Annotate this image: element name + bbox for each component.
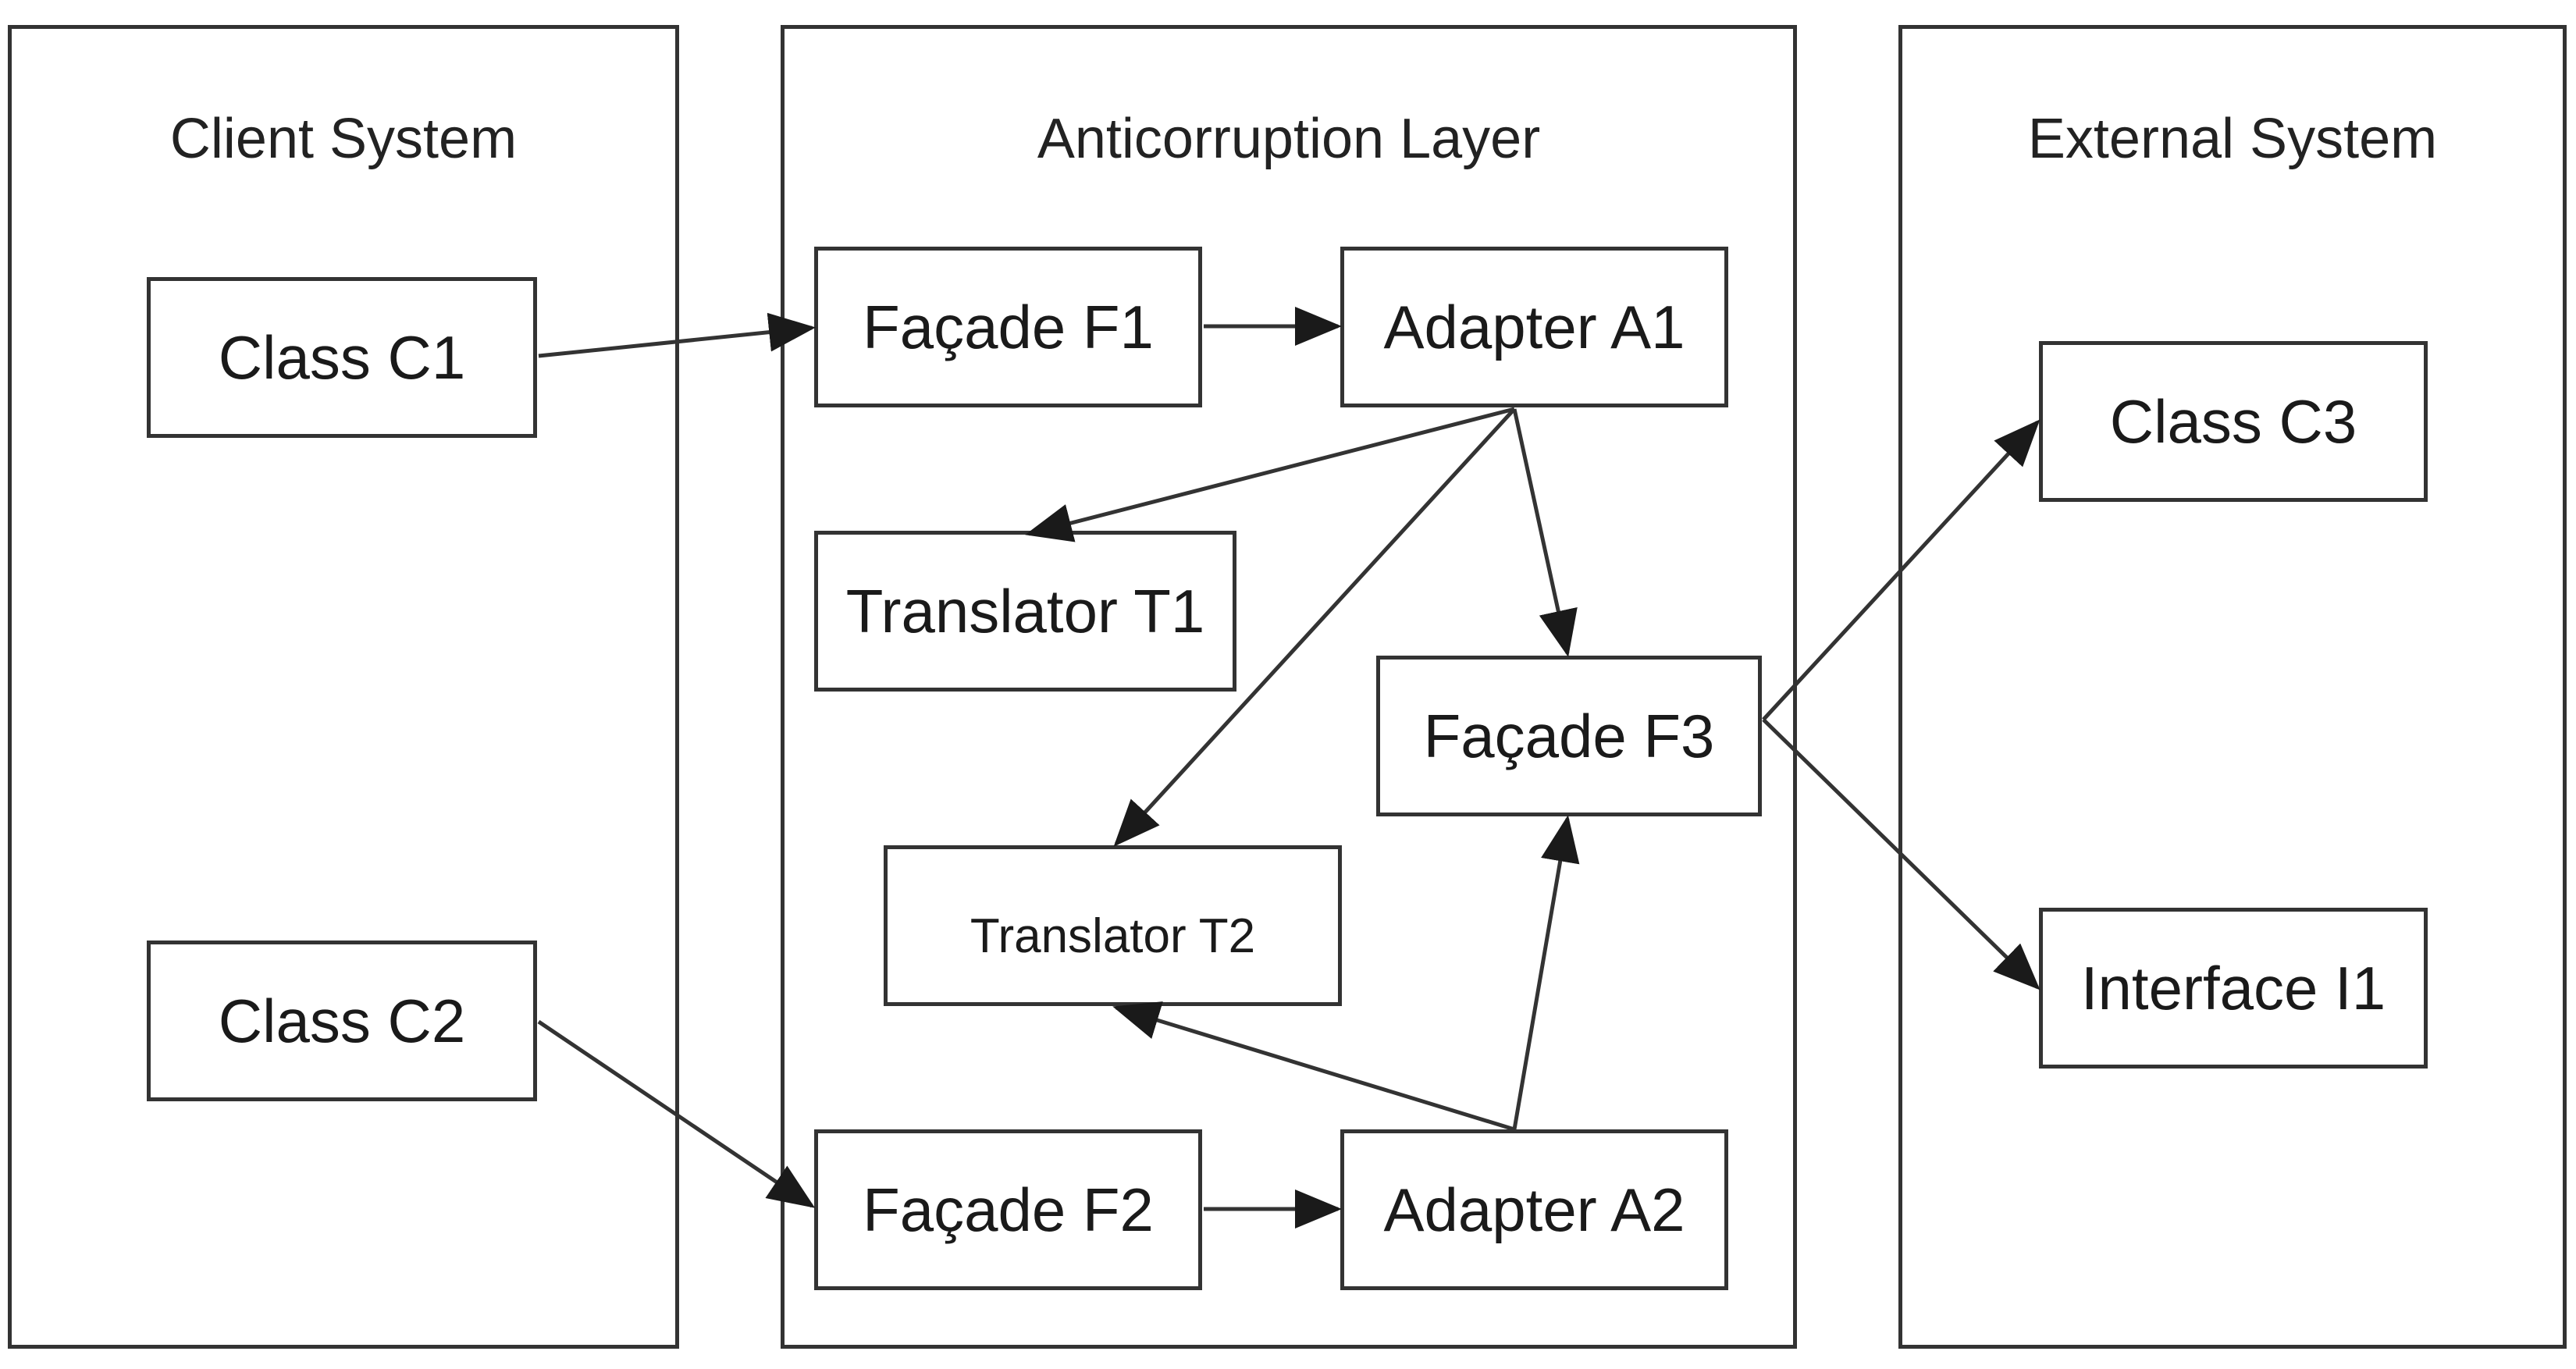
facade-f1-node: Façade F1 [814, 247, 1202, 407]
external-system-title: External System [2027, 108, 2438, 170]
translator-t2-node: Translator T2 [884, 845, 1342, 1006]
anticorruption-layer-title: Anticorruption Layer [1037, 108, 1541, 170]
class-c1-node: Class C1 [147, 277, 537, 438]
adapter-a1-node: Adapter A1 [1340, 247, 1728, 407]
facade-f3-node: Façade F3 [1376, 656, 1762, 816]
class-c3-node: Class C3 [2039, 341, 2428, 502]
facade-f2-node: Façade F2 [814, 1129, 1202, 1290]
client-system-title: Client System [169, 108, 518, 170]
translator-t1-node: Translator T1 [814, 531, 1236, 692]
adapter-a2-node: Adapter A2 [1340, 1129, 1728, 1290]
external-system-container: External System [1898, 25, 2567, 1349]
interface-i1-node: Interface I1 [2039, 908, 2428, 1069]
class-c2-node: Class C2 [147, 941, 537, 1101]
client-system-container: Client System [8, 25, 679, 1349]
